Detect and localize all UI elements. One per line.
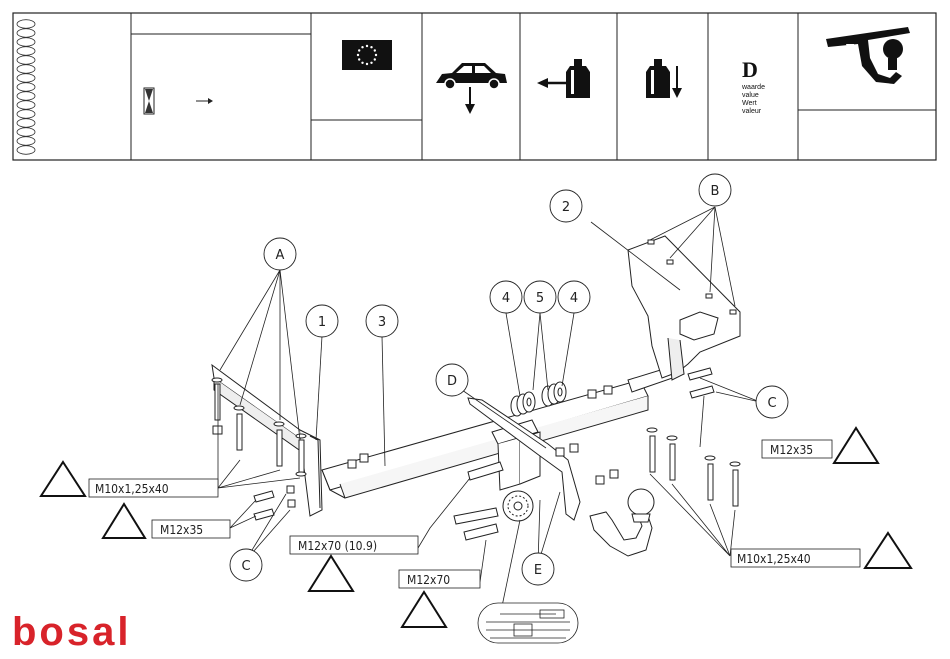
callout-5-text: 5 (536, 291, 544, 306)
callout-4b-text: 4 (570, 291, 578, 306)
warning-triangle-icon (103, 504, 145, 538)
label-m12x70-109: M12x70 (10.9) (298, 539, 377, 553)
type-plate (478, 603, 578, 643)
warning-triangle-icon (402, 592, 446, 627)
language-ovals (17, 20, 35, 155)
callout-C-right-text: C (767, 396, 776, 411)
towing-weight-icon (537, 59, 590, 98)
callout-letters: A 1 3 4 5 4 2 B D C C E (241, 184, 776, 578)
label-m12x70: M12x70 (407, 573, 450, 587)
callout-3-text: 3 (378, 315, 386, 330)
vehicle-weight-icon (436, 63, 507, 114)
eu-flag-icon (342, 40, 392, 70)
eu-star-icon (375, 54, 377, 56)
eu-star-icon (358, 58, 360, 60)
eu-star-icon (361, 46, 363, 48)
eu-star-icon (361, 62, 363, 64)
d-value-block: D waarde value Wert valeur (741, 57, 765, 115)
d-value-line-4: valeur (742, 108, 762, 115)
eu-star-icon (374, 58, 376, 60)
d-value-letter: D (742, 57, 758, 82)
warning-triangle-icon (309, 556, 353, 591)
label-m10-right: M10x1,25x40 (737, 552, 811, 566)
callout-D-text: D (447, 374, 457, 389)
eu-star-icon (357, 54, 359, 56)
header-table (13, 13, 936, 160)
d-value-line-3: Wert (742, 100, 757, 107)
warning-triangle-icon (41, 462, 85, 496)
brand-name: bosal (12, 610, 131, 654)
crossbar-assembly (212, 236, 740, 556)
callout-4a-text: 4 (502, 291, 510, 306)
label-m10-left: M10x1,25x40 (95, 482, 169, 496)
d-value-line-2: value (742, 92, 759, 99)
callout-B-text: B (711, 184, 720, 199)
vertical-load-icon (646, 59, 682, 98)
callout-1-text: 1 (318, 315, 326, 330)
eu-star-icon (370, 62, 372, 64)
towbar-ball-icon (826, 27, 910, 84)
eu-star-icon (366, 45, 368, 47)
eu-star-icon (366, 63, 368, 65)
label-m12x35-right: M12x35 (770, 443, 813, 457)
callout-C-left-text: C (241, 559, 250, 574)
callout-E-text: E (534, 563, 542, 578)
arrow-right-icon (196, 98, 213, 104)
hourglass-icon (144, 88, 154, 114)
eu-star-icon (374, 49, 376, 51)
eu-star-icon (370, 46, 372, 48)
label-m12x35-left: M12x35 (160, 523, 203, 537)
warning-triangle-icon (865, 533, 911, 568)
d-value-line-1: waarde (741, 84, 765, 91)
warning-triangle-icon (834, 428, 878, 463)
eu-star-icon (358, 49, 360, 51)
callout-2-text: 2 (562, 200, 570, 215)
callout-A-text: A (276, 248, 285, 263)
bosal-logo: bosal (12, 610, 168, 654)
